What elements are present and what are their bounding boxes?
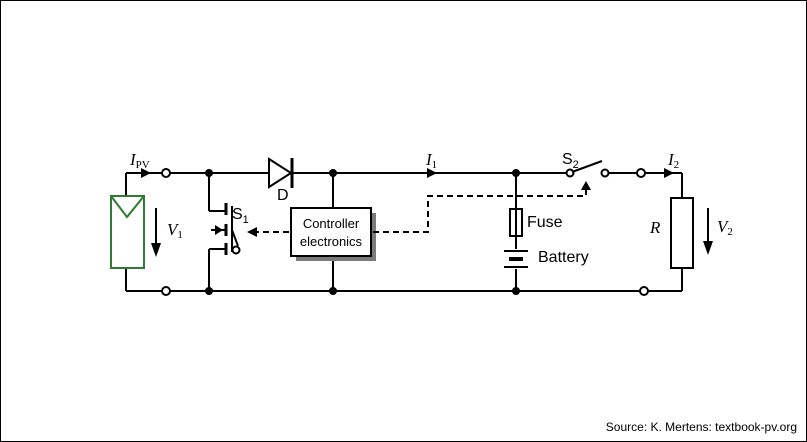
v1-label: V1 [167,220,183,241]
terminal-pv-bottom [161,286,171,296]
v2-arrow [703,208,713,255]
control-arrow-s2 [581,181,591,190]
battery-label: Battery [538,249,589,266]
terminal-load-bottom [639,286,649,296]
fuse-label: Fuse [527,214,563,231]
s2-label: S2 [562,151,579,171]
ipv-label: IPV [129,150,150,171]
resistor-r [670,197,694,269]
pv-module [110,173,145,291]
v2-label: V2 [717,217,733,238]
control-line-s2 [373,189,587,233]
i1-label: I1 [425,150,437,171]
terminal-pv-top [161,168,171,178]
terminal-load-top [636,168,646,178]
ipv-arrow [141,168,151,178]
i2-label: I2 [667,150,679,171]
r-label: R [649,218,661,237]
controller-label-line1: Controller [303,216,360,231]
controller-box [290,207,372,257]
i1-arrow [427,168,437,178]
diode-label: D [277,187,289,204]
controller-label-line2: electronics [300,234,363,249]
switch-s1 [208,173,241,291]
s1-label: S1 [232,206,249,226]
i2-arrow [664,168,674,178]
v1-arrow [151,208,161,257]
pv-module-cell-mark [110,195,145,219]
battery [504,250,528,268]
pv-module-body [110,195,145,269]
source-caption: Source: K. Mertens: textbook-pv.org [606,420,797,434]
control-arrow-s1 [247,227,257,237]
diode-d [268,157,294,189]
switch-s2 [565,160,637,178]
